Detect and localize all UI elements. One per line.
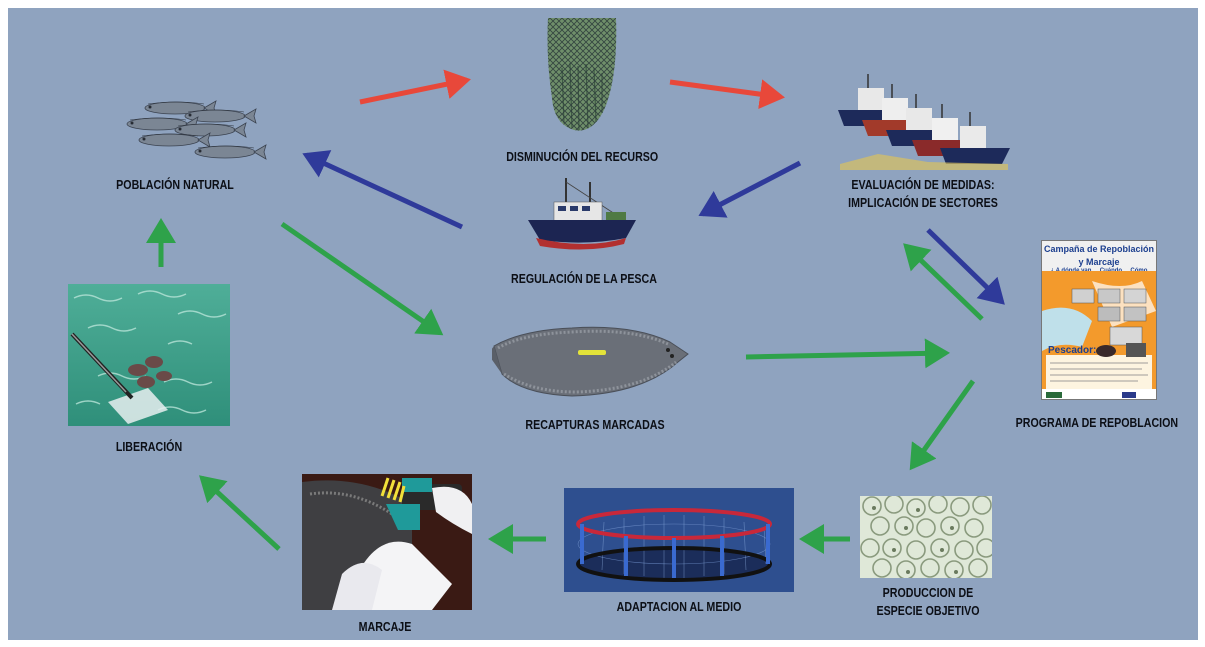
recapturas-label: RECAPTURAS MARCADAS	[525, 417, 665, 432]
produccion-line1: PRODUCCION DE	[882, 585, 974, 600]
release-water-icon	[68, 284, 230, 426]
diagram-canvas: POBLACIÓN NATURAL DISMINUCIÓN DEL RECURS…	[8, 8, 1198, 640]
fishing-net-icon	[547, 18, 617, 131]
produccion-line2: ESPECIE OBJETIVO	[876, 603, 980, 618]
poster-icon: Campaña de Repoblación y Marcaje ¿ A dón…	[1041, 240, 1157, 400]
poster-heading: Pescador:	[1048, 345, 1097, 356]
arrow-recapturas-to-programa	[745, 338, 950, 369]
arrow-poblacion-to-recapturas	[280, 221, 444, 336]
fish-school-icon	[126, 100, 267, 160]
marcaje-label: MARCAJE	[358, 619, 412, 634]
sea-cage-icon	[564, 488, 794, 592]
evaluacion-line1: EVALUACIÓN DE MEDIDAS:	[851, 177, 995, 192]
disminucion-label: DISMINUCIÓN DEL RECURSO	[506, 149, 659, 164]
poblacion-natural-label: POBLACIÓN NATURAL	[116, 177, 234, 192]
arrow-marcaje-to-liberacion	[199, 475, 281, 551]
flow-arrows	[146, 69, 1005, 554]
arrow-disminucion-to-evaluacion	[669, 79, 785, 110]
arrow-programa-to-produccion	[909, 379, 976, 471]
arrow-poblacion-to-disminucion	[359, 69, 471, 105]
programa-label: PROGRAMA DE REPOBLACION	[1015, 415, 1179, 430]
poster-title-2: y Marcaje	[1078, 257, 1120, 267]
regulacion-label: REGULACIÓN DE LA PESCA	[511, 271, 657, 286]
fishing-boat-icon	[528, 178, 636, 250]
poster-title-1: Campaña de Repoblación	[1043, 244, 1155, 254]
evaluacion-line2: IMPLICACIÓN DE SECTORES	[848, 195, 998, 210]
arrow-programa-to-evaluacion	[903, 243, 984, 321]
tagging-gun-icon	[302, 474, 472, 610]
arrow-evaluacion-to-programa	[926, 228, 1005, 305]
fish-eggs-icon	[860, 496, 992, 578]
arrow-evaluacion-to-regulacion	[698, 160, 802, 218]
adaptacion-label: ADAPTACION AL MEDIO	[616, 599, 742, 614]
liberacion-label: LIBERACIÓN	[115, 439, 183, 454]
arrow-regulacion-to-poblacion	[302, 150, 464, 230]
flatfish-icon	[492, 326, 689, 397]
fishing-fleet-icon	[838, 74, 1010, 170]
poster-graphics-icon	[1042, 271, 1156, 399]
